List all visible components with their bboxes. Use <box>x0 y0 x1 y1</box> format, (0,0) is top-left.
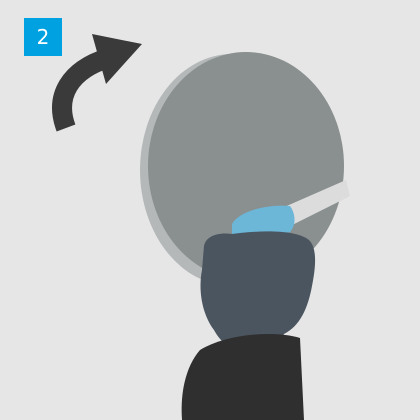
rotate-clockwise-arrow-icon <box>62 34 142 128</box>
